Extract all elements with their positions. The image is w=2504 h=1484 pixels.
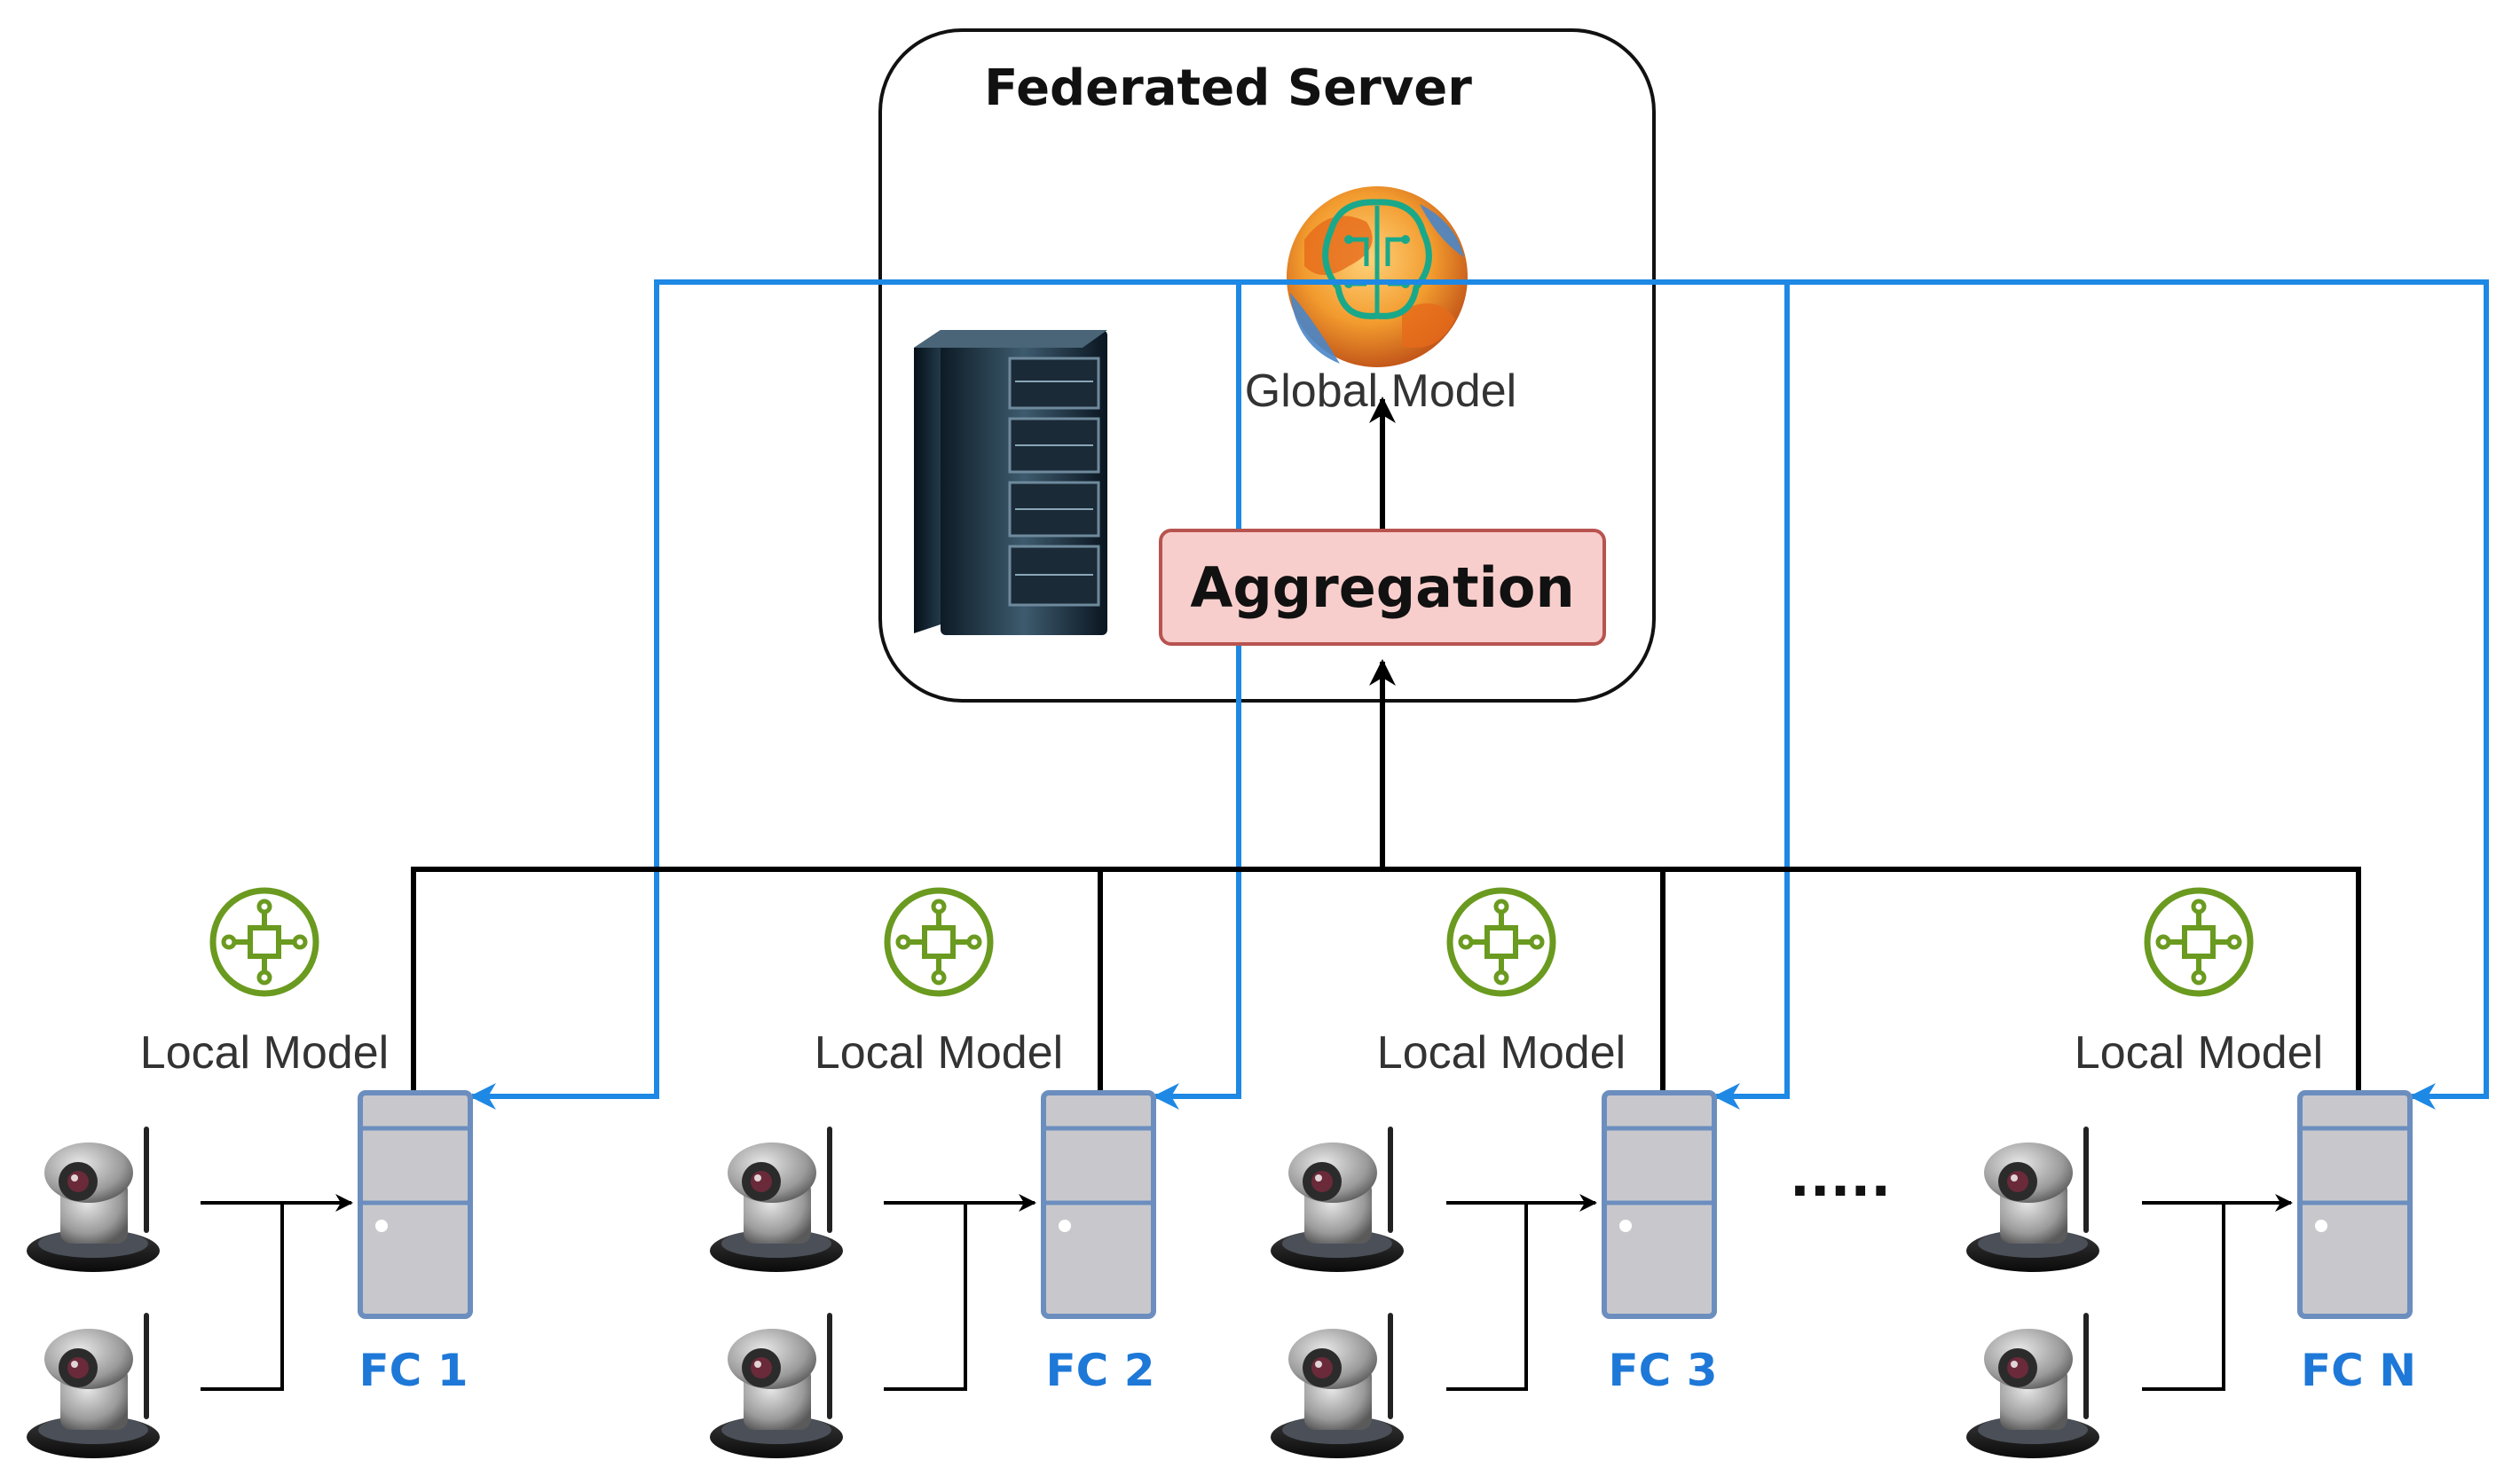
- network-node-icon: [1450, 891, 1553, 993]
- fcn-server-box: [2300, 1093, 2410, 1316]
- distribution-line-fc3: [1239, 279, 1790, 1110]
- local-model-label: Local Model: [140, 1027, 389, 1079]
- federated-server-title: Federated Server: [984, 59, 1472, 117]
- wireless-ip-camera-icon: [1966, 1313, 2099, 1458]
- network-node-icon: [887, 891, 990, 993]
- wireless-ip-camera-icon: [710, 1313, 843, 1458]
- fc3-label: FC 3: [1608, 1345, 1717, 1396]
- fc1-label: FC 1: [358, 1345, 468, 1396]
- client-fcn: Local Model FC N: [1966, 891, 2416, 1458]
- client-fc1: Local Model FC 1: [27, 891, 470, 1458]
- fc2-label: FC 2: [1045, 1345, 1154, 1396]
- network-node-icon: [213, 891, 316, 993]
- model-upload-lines: [411, 659, 2361, 1096]
- wireless-ip-camera-icon: [1271, 1313, 1404, 1458]
- fc1-server-box: [360, 1093, 470, 1316]
- aggregation-label: Aggregation: [1190, 555, 1574, 620]
- more-clients-ellipsis: .....: [1790, 1147, 1891, 1209]
- wireless-ip-camera-icon: [1966, 1127, 2099, 1272]
- distribution-line-fc1: [469, 279, 1239, 1110]
- local-model-label: Local Model: [815, 1027, 1063, 1079]
- server-rack-icon: [914, 330, 1107, 635]
- upload-bus: [411, 867, 2361, 1096]
- fc2-server-box: [1043, 1093, 1154, 1316]
- wireless-ip-camera-icon: [710, 1127, 843, 1272]
- fcn-label: FC N: [2301, 1345, 2416, 1396]
- wireless-ip-camera-icon: [27, 1127, 160, 1272]
- wireless-ip-camera-icon: [1271, 1127, 1404, 1272]
- brain-globe-icon: [1287, 186, 1468, 367]
- fc3-server-box: [1604, 1093, 1714, 1316]
- client-fc2: Local Model FC 2: [710, 891, 1155, 1458]
- local-model-label: Local Model: [1377, 1027, 1626, 1079]
- network-node-icon: [2147, 891, 2250, 993]
- local-model-label: Local Model: [2075, 1027, 2323, 1079]
- wireless-ip-camera-icon: [27, 1313, 160, 1458]
- distribution-line-fcn: [1787, 279, 2489, 1110]
- aggregation-box: [1159, 529, 1606, 646]
- client-fc3: Local Model FC 3: [1271, 891, 1718, 1458]
